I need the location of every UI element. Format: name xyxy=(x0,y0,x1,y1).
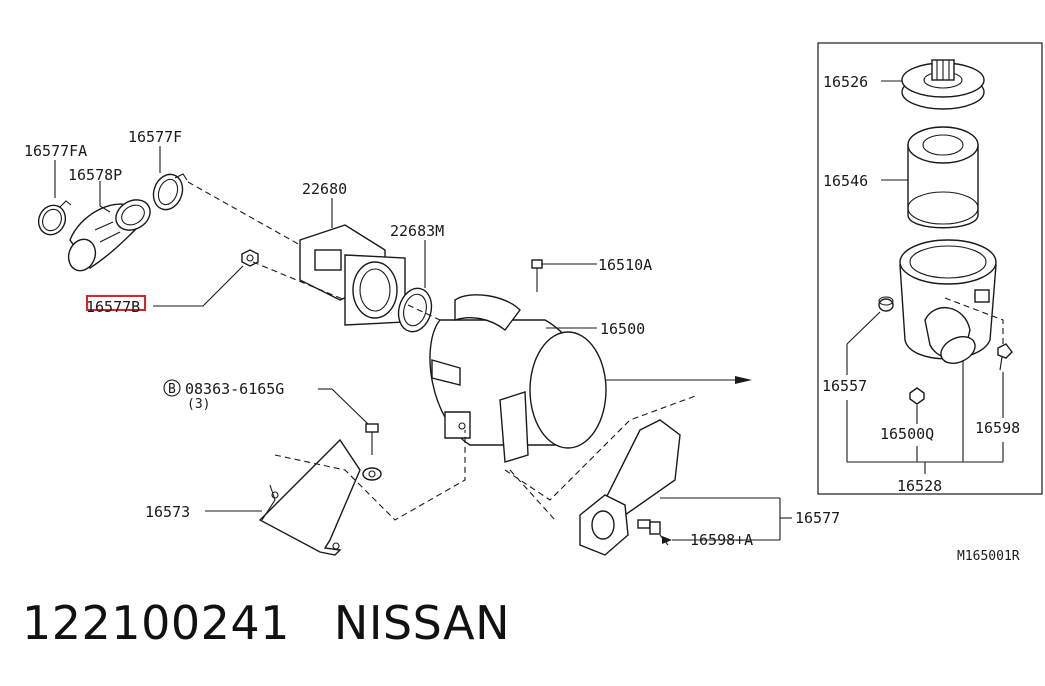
label-16598: 16598 xyxy=(975,419,1020,437)
label-bolt-prefix: B xyxy=(168,382,176,397)
cover-16526 xyxy=(901,59,985,110)
label-16500: 16500 xyxy=(600,320,645,338)
flow-arrow-head xyxy=(735,376,752,384)
bracket-16573 xyxy=(258,438,361,556)
label-16557: 16557 xyxy=(822,377,867,395)
figure-code: M165001R xyxy=(957,549,1020,564)
label-22680: 22680 xyxy=(302,180,347,198)
inset-frame xyxy=(817,42,1043,495)
label-16528: 16528 xyxy=(897,477,942,495)
label-16577: 16577 xyxy=(795,509,840,527)
inset-dashed-line xyxy=(944,297,1004,345)
label-16526: 16526 xyxy=(823,73,868,91)
bolt-08363-6165G xyxy=(362,423,382,481)
washer-16500Q xyxy=(909,387,925,405)
bolt-16510A xyxy=(531,259,543,292)
grommet-16557 xyxy=(878,296,894,312)
part-labels: 16577FA 16577F 16578P 22680 22683M 16510… xyxy=(24,73,1020,564)
label-16578P: 16578P xyxy=(68,166,122,184)
label-16577FA: 16577FA xyxy=(24,142,87,160)
valve-16598 xyxy=(997,343,1013,371)
air-flow-meter-22680 xyxy=(299,224,406,326)
footer-brand: NISSAN xyxy=(333,596,511,650)
label-16577B: 16577B xyxy=(86,298,140,316)
housing-bowl xyxy=(899,239,997,364)
assembly-dashed-lines xyxy=(187,181,699,521)
gasket-22683M xyxy=(397,287,433,333)
label-16598A: 16598+A xyxy=(690,531,753,549)
label-bolt-qty: (3) xyxy=(187,397,210,412)
footer-caption: 122100241 NISSAN xyxy=(22,596,554,650)
hose-clamp-16577FA xyxy=(37,200,72,236)
resonator-16577 xyxy=(579,419,681,556)
bolt-circle-icon xyxy=(163,379,181,397)
air-duct-16578P xyxy=(67,199,151,272)
footer-part-number: 122100241 xyxy=(22,596,290,650)
filter-element-16546 xyxy=(907,126,979,229)
label-16546: 16546 xyxy=(823,172,868,190)
label-08363-6165G: 08363-6165G xyxy=(185,380,284,398)
highlight-box xyxy=(86,295,146,311)
leader-lines xyxy=(54,80,1004,544)
label-16510A: 16510A xyxy=(598,256,652,274)
air-cleaner-body-16500 xyxy=(429,294,607,463)
label-16573: 16573 xyxy=(145,503,190,521)
label-16500Q: 16500Q xyxy=(880,425,934,443)
label-16577F: 16577F xyxy=(128,128,182,146)
label-22683M: 22683M xyxy=(390,222,444,240)
hose-clamp-16577F xyxy=(152,173,188,211)
